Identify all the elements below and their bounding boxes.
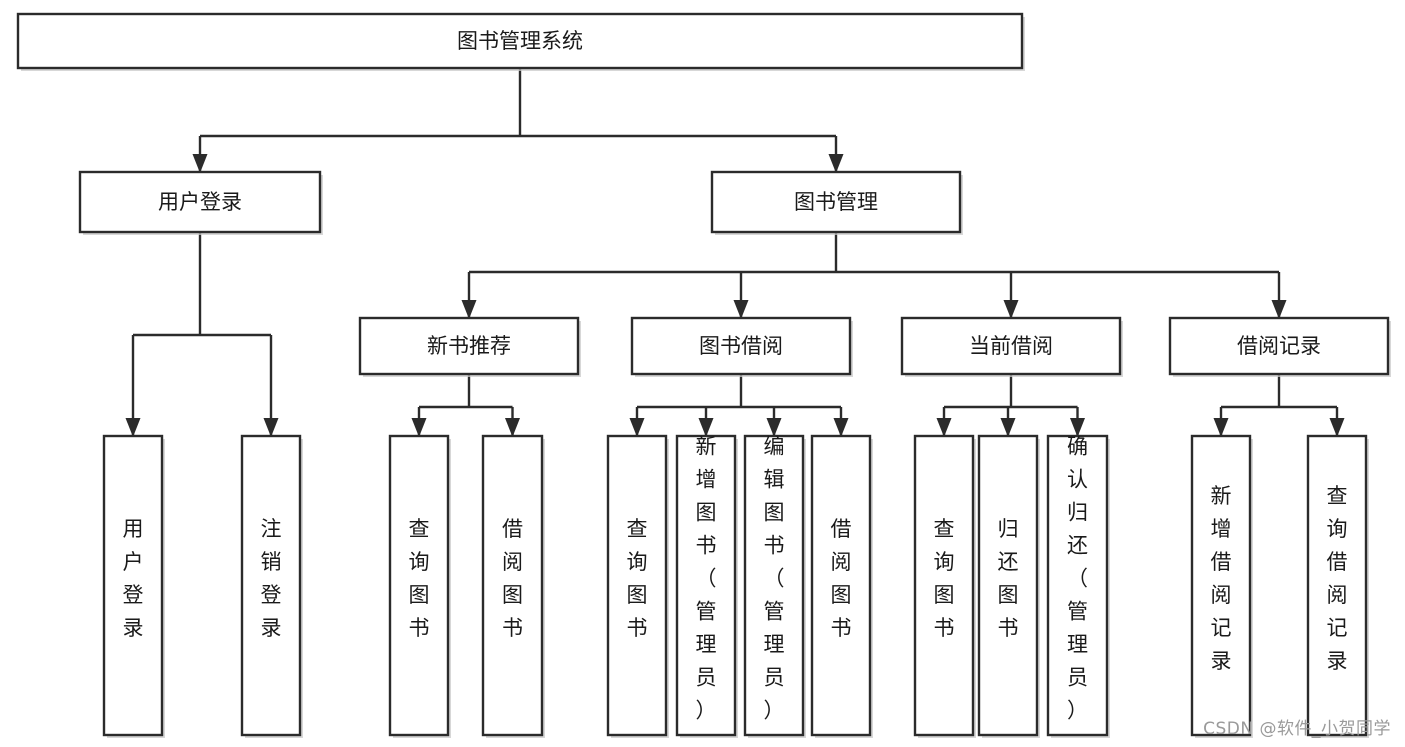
arrow-head-icon <box>192 154 208 173</box>
node-label: 确认归还（管理员） <box>1067 435 1088 723</box>
arrow-head-icon <box>125 418 141 437</box>
node-user-login[interactable]: 用户登录 <box>78 170 323 235</box>
arrow-head-icon <box>1000 418 1016 437</box>
node-label: 借阅图书 <box>831 517 852 640</box>
node-leaf-rec-borrow[interactable]: 借阅图书 <box>481 434 545 738</box>
node-label: 归还图书 <box>998 517 1019 640</box>
node-leaf-borrow-edit[interactable]: 编辑图书（管理员） <box>743 435 806 739</box>
node-label: 查询借阅记录 <box>1327 484 1348 673</box>
node-leaf-borrow-add[interactable]: 新增图书（管理员） <box>675 435 738 739</box>
arrow-head-icon <box>766 418 782 437</box>
node-label: 新增借阅记录 <box>1211 484 1232 673</box>
node-label: 注销登录 <box>261 517 282 640</box>
node-leaf-borrow-lend[interactable]: 借阅图书 <box>810 434 873 738</box>
node-leaf-rec-search[interactable]: 查询借阅记录 <box>1306 434 1369 738</box>
node-label: 当前借阅 <box>969 334 1053 358</box>
node-label: 借阅图书 <box>502 517 523 640</box>
node-label: 图书管理 <box>794 190 878 214</box>
arrow-head-icon <box>1271 300 1287 319</box>
node-leaf-user-logout[interactable]: 注销登录 <box>240 434 303 738</box>
arrow-head-icon <box>828 154 844 173</box>
node-leaf-user-login[interactable]: 用户登录 <box>102 434 165 738</box>
node-book-borrow[interactable]: 图书借阅 <box>630 316 853 377</box>
node-leaf-cur-return[interactable]: 归还图书 <box>977 434 1040 738</box>
node-label: 新书推荐 <box>427 334 511 358</box>
connector-layer <box>125 68 1345 437</box>
node-leaf-cur-confirm[interactable]: 确认归还（管理员） <box>1046 435 1110 739</box>
arrow-head-icon <box>936 418 952 437</box>
node-label: 图书管理系统 <box>457 29 583 53</box>
arrow-head-icon <box>629 418 645 437</box>
node-label: 新增图书（管理员） <box>696 435 717 723</box>
arrow-head-icon <box>1003 300 1019 319</box>
node-label: 查询图书 <box>409 517 430 640</box>
node-leaf-rec-query[interactable]: 查询图书 <box>388 434 451 738</box>
node-book-manage[interactable]: 图书管理 <box>710 170 963 235</box>
arrow-head-icon <box>505 418 520 437</box>
node-label: 用户登录 <box>158 190 242 214</box>
node-layer: 图书管理系统用户登录图书管理新书推荐图书借阅当前借阅借阅记录用户登录注销登录查询… <box>16 12 1391 739</box>
arrow-head-icon <box>1213 418 1229 437</box>
node-label: 查询图书 <box>627 517 648 640</box>
node-label: 查询图书 <box>934 517 955 640</box>
node-borrow-record[interactable]: 借阅记录 <box>1168 316 1391 377</box>
node-leaf-cur-query[interactable]: 查询图书 <box>913 434 976 738</box>
node-current-borrow[interactable]: 当前借阅 <box>900 316 1123 377</box>
node-leaf-rec-add[interactable]: 新增借阅记录 <box>1190 434 1253 738</box>
arrow-head-icon <box>263 418 279 437</box>
arrow-head-icon <box>461 300 477 319</box>
arrow-head-icon <box>733 300 749 319</box>
node-label: 编辑图书（管理员） <box>764 435 785 723</box>
node-root-root[interactable]: 图书管理系统 <box>16 12 1025 71</box>
arrow-head-icon <box>411 418 427 437</box>
node-new-book-rec[interactable]: 新书推荐 <box>358 316 581 377</box>
node-label: 借阅记录 <box>1237 334 1321 358</box>
arrow-head-icon <box>1070 418 1085 437</box>
node-label: 用户登录 <box>123 517 144 640</box>
watermark-text: CSDN @软件_小贺同学 <box>1203 719 1391 739</box>
node-label: 图书借阅 <box>699 334 783 358</box>
arrow-head-icon <box>1329 418 1345 437</box>
arrow-head-icon <box>833 418 849 437</box>
arrow-head-icon <box>698 418 714 437</box>
node-leaf-borrow-query[interactable]: 查询图书 <box>606 434 669 738</box>
